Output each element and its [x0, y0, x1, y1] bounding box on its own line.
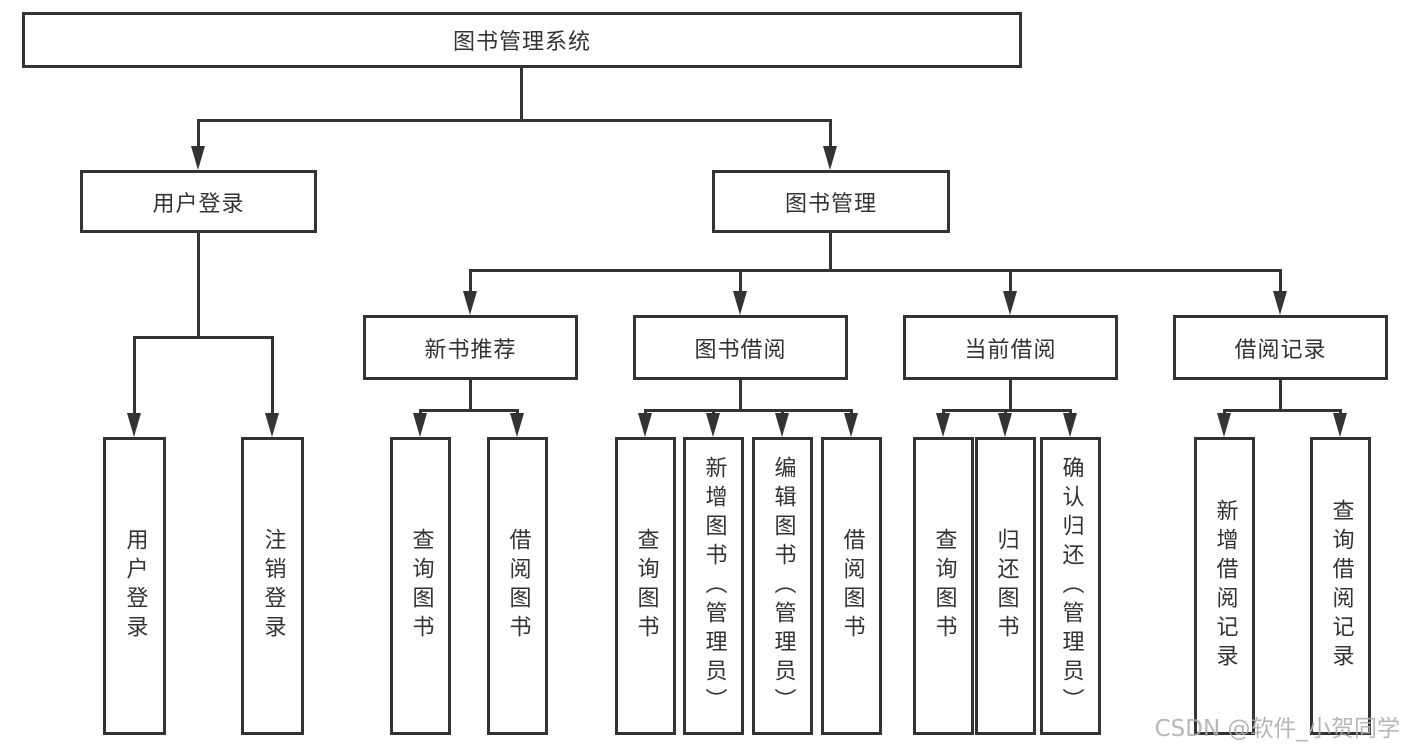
connector-user-login-branch: [133, 336, 274, 339]
leaf-logout: 注销登录: [241, 437, 304, 735]
node-label: 查询图书: [633, 528, 659, 644]
connector-drop-book-management: [829, 119, 832, 148]
connector-drop-user-login: [197, 119, 200, 148]
node-label: 用户登录: [152, 191, 245, 217]
node-borrow-records: 借阅记录: [1173, 315, 1388, 380]
leaf-borrow-books: 借阅图书: [821, 437, 882, 735]
connector-drop: [850, 409, 853, 415]
node-label: 查询图书: [931, 528, 957, 644]
connector-book-borrow-stem: [739, 380, 742, 410]
node-label: 注销登录: [260, 528, 286, 644]
connector-drop: [1004, 409, 1007, 415]
leaf-edit-book-admin: 编辑图书（管理员）: [752, 437, 813, 735]
node-book-management: 图书管理: [712, 170, 950, 233]
connector-drop-leaf-logout: [271, 336, 274, 416]
connector-current-borrow-branch: [942, 409, 1072, 412]
node-label: 归还图书: [993, 528, 1019, 644]
connector-drop-leaf-user-login: [133, 336, 136, 416]
arrow-down-icon: [265, 413, 279, 437]
arrow-down-icon: [413, 413, 427, 437]
arrow-down-icon: [998, 413, 1012, 437]
leaf-add-borrow-record: 新增借阅记录: [1194, 437, 1255, 735]
node-current-borrow: 当前借阅: [903, 315, 1118, 380]
connector-drop-new-book: [469, 269, 472, 293]
connector-drop-book-borrow: [739, 269, 742, 293]
arrow-down-icon: [775, 413, 789, 437]
connector-new-book-branch: [419, 409, 519, 412]
node-user-login: 用户登录: [80, 170, 317, 233]
leaf-query-books-recommend: 查询图书: [390, 437, 451, 735]
connector-drop: [942, 409, 945, 415]
connector-borrow-records-stem: [1279, 380, 1282, 410]
node-label: 查询图书: [408, 528, 434, 644]
arrow-down-icon: [823, 146, 837, 170]
arrow-down-icon: [733, 291, 747, 315]
connector-book-management-branch: [469, 269, 1282, 272]
arrow-down-icon: [1003, 291, 1017, 315]
leaf-query-borrow-record: 查询借阅记录: [1310, 437, 1371, 735]
node-label: 图书借阅: [694, 337, 787, 363]
connector-drop-current-borrow: [1009, 269, 1012, 293]
connector-root-branch: [197, 119, 832, 122]
connector-root-stem: [520, 68, 523, 120]
arrow-down-icon: [1063, 413, 1077, 437]
arrow-down-icon: [706, 413, 720, 437]
leaf-query-books-current: 查询图书: [913, 437, 974, 735]
node-label: 新书推荐: [424, 337, 517, 363]
csdn-watermark: CSDN @软件_小贺同学: [1154, 716, 1400, 742]
leaf-borrow-books-recommend: 借阅图书: [487, 437, 548, 735]
node-label: 当前借阅: [964, 337, 1057, 363]
arrow-down-icon: [1217, 413, 1231, 437]
connector-current-borrow-stem: [1009, 380, 1012, 410]
node-label: 查询借阅记录: [1328, 499, 1354, 673]
leaf-query-books-borrow: 查询图书: [615, 437, 676, 735]
connector-new-book-stem: [469, 380, 472, 410]
node-label: 借阅记录: [1234, 337, 1327, 363]
node-label: 图书管理系统: [452, 30, 591, 55]
connector-drop: [1339, 409, 1342, 415]
arrow-down-icon: [510, 413, 524, 437]
node-label: 借阅图书: [505, 528, 531, 644]
node-root-library-system: 图书管理系统: [22, 12, 1022, 68]
connector-drop-borrow-records: [1279, 269, 1282, 293]
leaf-confirm-return-admin: 确认归还（管理员）: [1040, 437, 1101, 735]
arrow-down-icon: [844, 413, 858, 437]
connector-drop: [1223, 409, 1226, 415]
leaf-add-book-admin: 新增图书（管理员）: [683, 437, 744, 735]
arrow-down-icon: [463, 291, 477, 315]
connector-drop: [419, 409, 422, 415]
connector-user-login-stem: [197, 233, 200, 337]
node-label: 用户登录: [122, 528, 148, 644]
node-label: 新增图书（管理员）: [701, 455, 727, 717]
connector-drop: [644, 409, 647, 415]
arrow-down-icon: [191, 146, 205, 170]
leaf-user-login: 用户登录: [103, 437, 166, 735]
arrow-down-icon: [638, 413, 652, 437]
leaf-return-book: 归还图书: [975, 437, 1036, 735]
connector-drop: [516, 409, 519, 415]
arrow-down-icon: [1273, 291, 1287, 315]
connector-drop: [1069, 409, 1072, 415]
connector-borrow-records-branch: [1223, 409, 1342, 412]
connector-drop: [712, 409, 715, 415]
connector-book-borrow-branch: [644, 409, 853, 412]
node-label: 编辑图书（管理员）: [770, 455, 796, 717]
node-book-borrow: 图书借阅: [633, 315, 848, 380]
node-label: 确认归还（管理员）: [1058, 455, 1084, 717]
arrow-down-icon: [936, 413, 950, 437]
connector-book-management-stem: [829, 233, 832, 270]
node-label: 借阅图书: [839, 528, 865, 644]
node-label: 新增借阅记录: [1212, 499, 1238, 673]
arrow-down-icon: [1333, 413, 1347, 437]
node-label: 图书管理: [784, 191, 877, 217]
arrow-down-icon: [127, 413, 141, 437]
connector-drop: [781, 409, 784, 415]
node-new-book-recommend: 新书推荐: [363, 315, 578, 380]
